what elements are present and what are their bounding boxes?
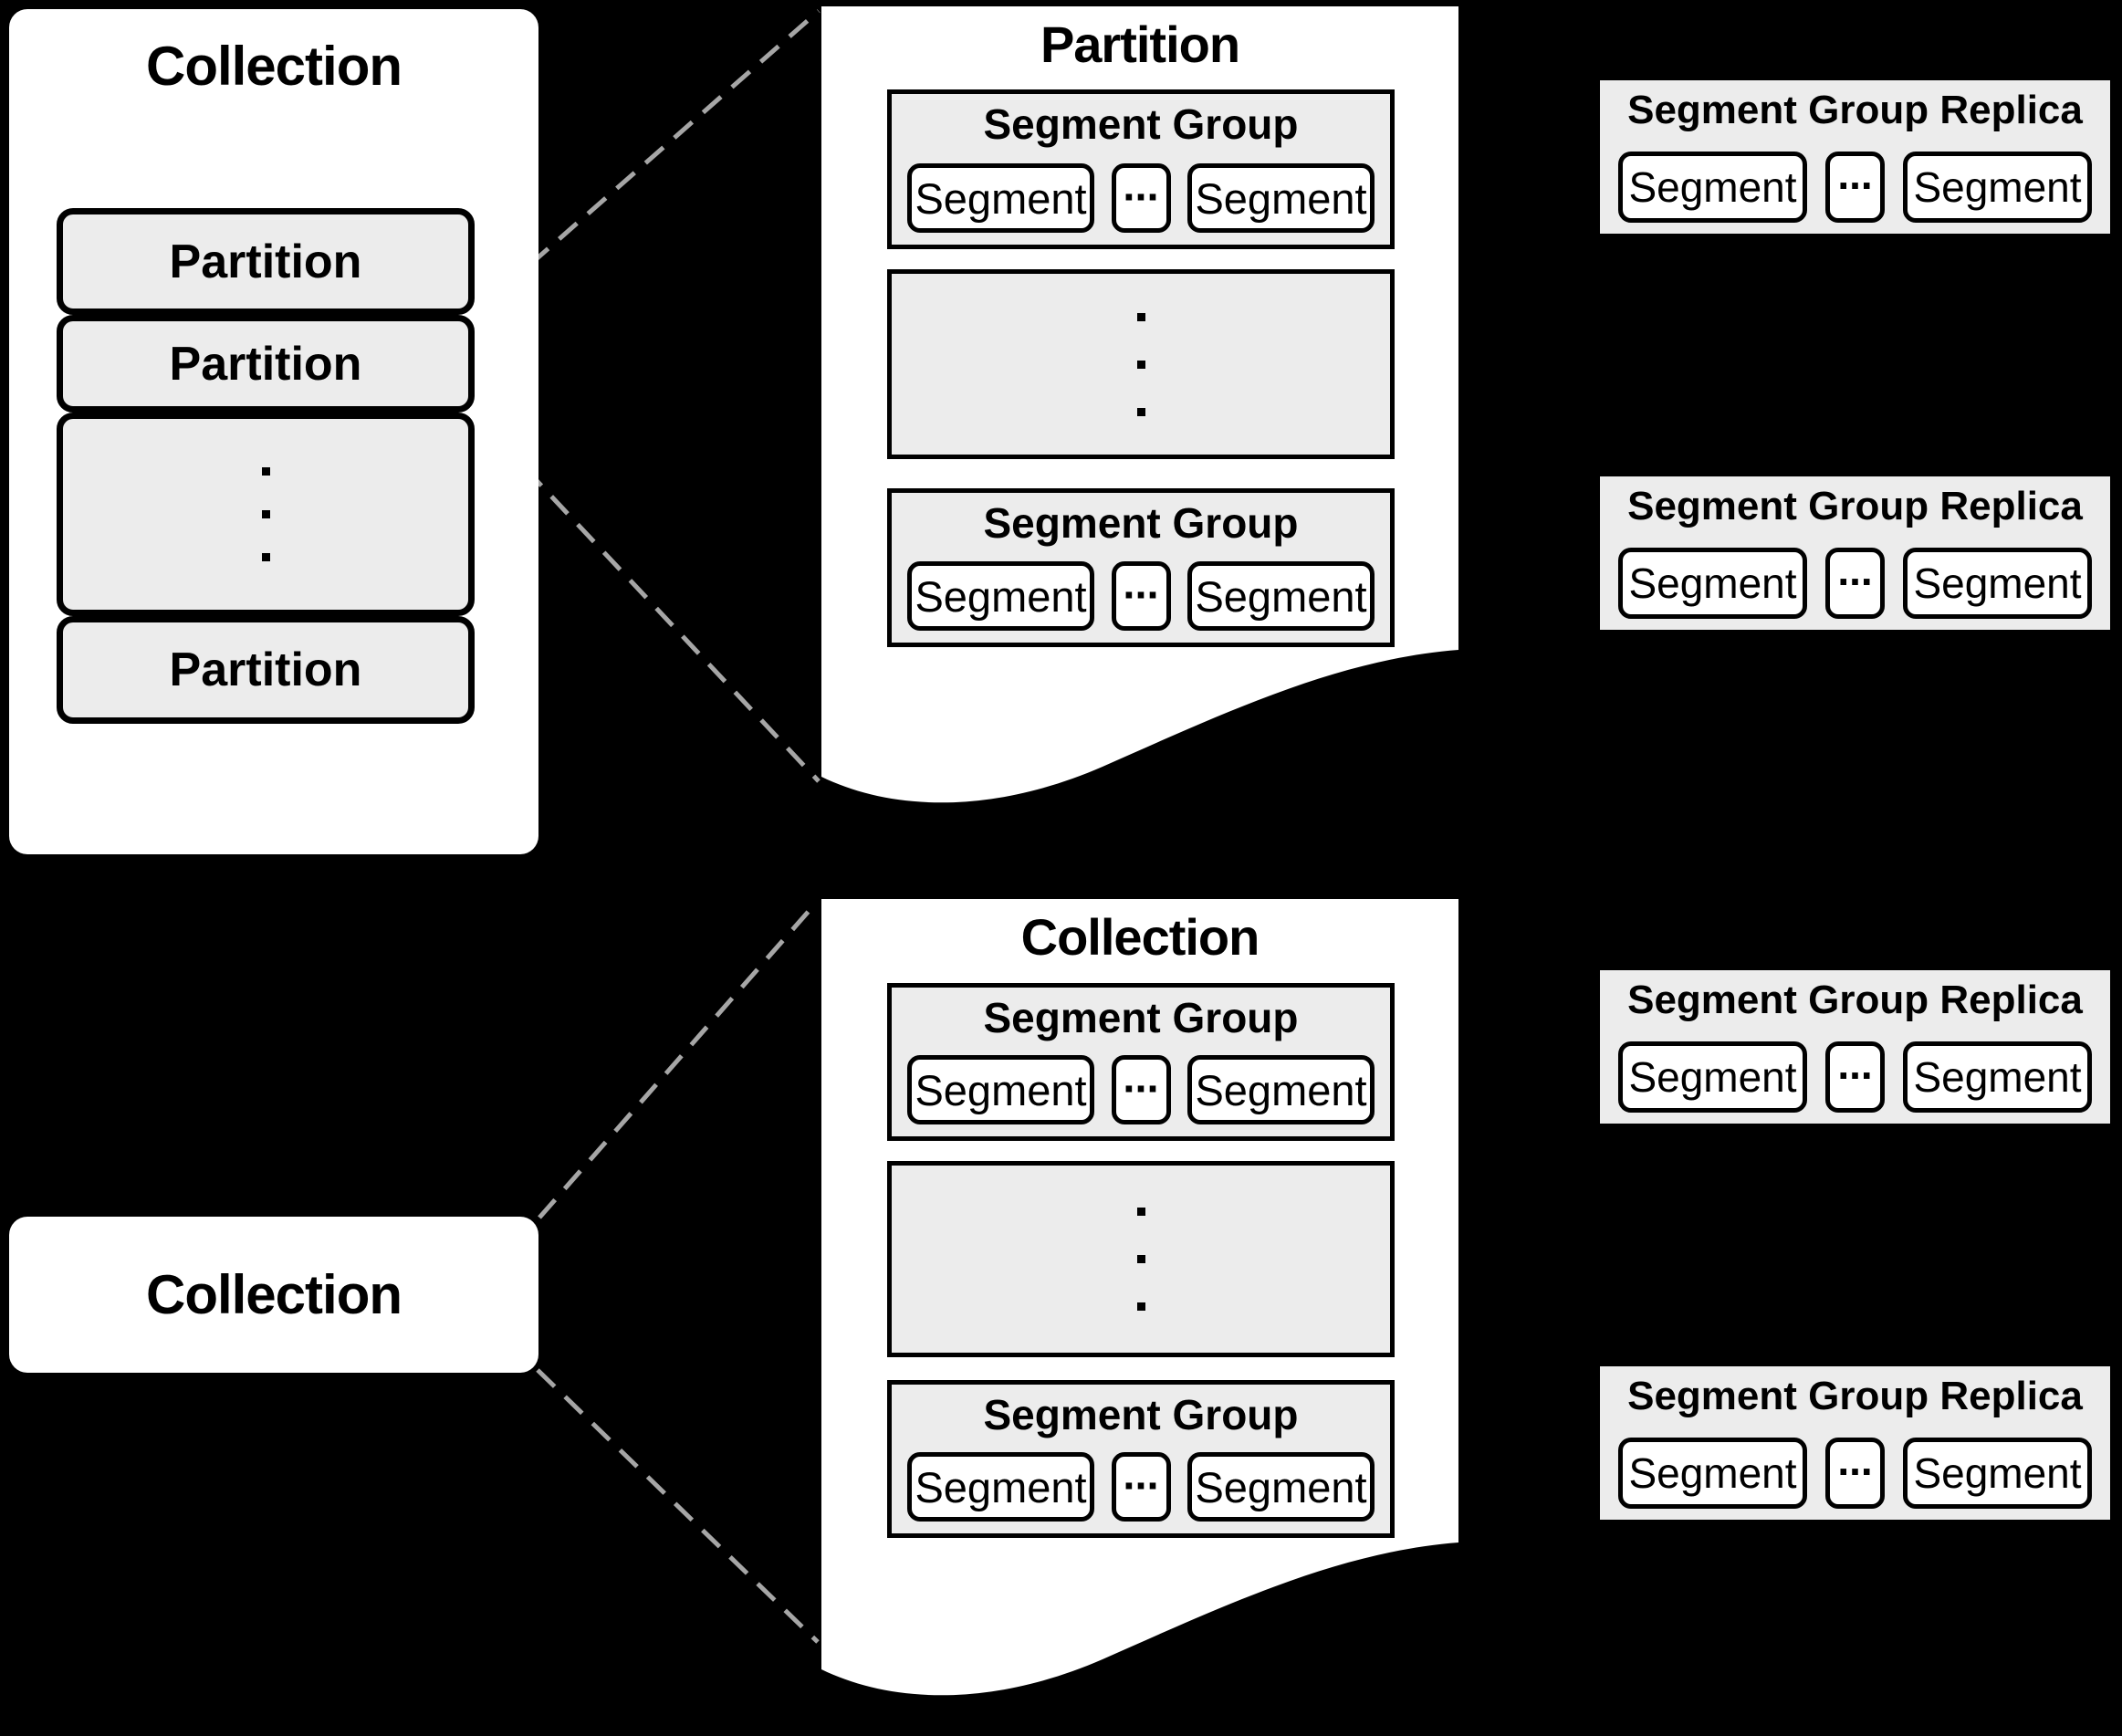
segment-ellipsis-box: ... [1111, 1449, 1171, 1522]
partition-page-title: Partition [1040, 16, 1240, 73]
segment-row: Segment ... Segment [907, 1052, 1375, 1124]
zoom-dashed-line-bottom-lower [536, 1368, 820, 1644]
ellipsis-label: ... [1837, 1436, 1873, 1484]
vertical-ellipsis-icon [1136, 407, 1145, 416]
segment-row: Segment ... Segment [1618, 150, 2092, 223]
segment-row: Segment ... Segment [907, 1449, 1375, 1522]
collection-stack-panel: Collection Partition Partition Partition [9, 9, 538, 854]
segment-group-box: Segment Group Segment ... Segment [887, 983, 1395, 1141]
segment-box: Segment [1903, 152, 2092, 223]
segment-ellipsis-box: ... [1111, 161, 1171, 233]
vertical-ellipsis-icon [261, 467, 270, 476]
segment-box: Segment [1187, 163, 1375, 233]
segment-group-box: Segment Group Segment ... Segment [887, 89, 1395, 249]
replica-title: Segment Group Replica [1627, 484, 2083, 528]
partition-row-1: Partition [57, 208, 475, 315]
segment-row: Segment ... Segment [1618, 1436, 2092, 1509]
vertical-ellipsis-icon [261, 553, 270, 561]
segment-box: Segment [1903, 1041, 2092, 1113]
vertical-ellipsis-icon [261, 510, 270, 518]
segment-box: Segment [1903, 1438, 2092, 1509]
ellipsis-label: ... [1837, 1040, 1873, 1088]
segment-box: Segment [1618, 152, 1807, 223]
segment-row: Segment ... Segment [1618, 546, 2092, 619]
segment-group-replica-box: Segment Group Replica Segment ... Segmen… [1600, 970, 2110, 1124]
segment-ellipsis-box: ... [1825, 546, 1885, 619]
ellipsis-label: ... [1837, 150, 1873, 198]
partition-row-3-label: Partition [169, 643, 362, 696]
segment-box: Segment [1903, 548, 2092, 619]
zoom-dashed-line-bottom-upper [538, 899, 820, 1219]
segment-group-replica-box: Segment Group Replica Segment ... Segmen… [1600, 476, 2110, 630]
vertical-ellipsis-icon [1136, 1255, 1145, 1263]
segment-box: Segment [1618, 1041, 1807, 1113]
collection-stack-title: Collection [145, 36, 402, 97]
segment-group-title: Segment Group [983, 100, 1299, 148]
segment-row: Segment ... Segment [907, 161, 1375, 233]
segment-ellipsis-box: ... [1825, 150, 1885, 223]
partition-row-2-label: Partition [169, 337, 362, 391]
segment-row: Segment ... Segment [907, 559, 1375, 631]
partition-row-2: Partition [57, 315, 475, 413]
segment-box: Segment [907, 163, 1094, 233]
segment-ellipsis-box: ... [1825, 1436, 1885, 1509]
partition-row-1-label: Partition [169, 235, 362, 288]
segment-group-title: Segment Group [983, 994, 1299, 1041]
segment-box: Segment [1187, 561, 1375, 631]
segment-ellipsis-box: ... [1111, 1052, 1171, 1124]
segment-row: Segment ... Segment [1618, 1041, 2092, 1113]
segment-group-ellipsis-box [887, 269, 1395, 459]
segment-box: Segment [907, 1055, 1094, 1124]
segment-ellipsis-box: ... [1825, 1041, 1885, 1113]
vertical-ellipsis-icon [1136, 1208, 1145, 1216]
segment-box: Segment [907, 561, 1094, 631]
collection-box-label: Collection [145, 1264, 402, 1325]
segment-group-replica-box: Segment Group Replica Segment ... Segmen… [1600, 1366, 2110, 1520]
vertical-ellipsis-icon [1136, 360, 1145, 369]
segment-box: Segment [1187, 1055, 1375, 1124]
collection-box: Collection [9, 1217, 538, 1373]
segment-group-title: Segment Group [983, 1391, 1299, 1438]
segment-box: Segment [1618, 1438, 1807, 1509]
ellipsis-label: ... [1123, 559, 1159, 608]
segment-box: Segment [907, 1452, 1094, 1522]
ellipsis-label: ... [1123, 1052, 1159, 1102]
segment-ellipsis-box: ... [1111, 559, 1171, 631]
replica-title: Segment Group Replica [1627, 1374, 2083, 1418]
segment-box: Segment [1618, 548, 1807, 619]
vertical-ellipsis-icon [1136, 1302, 1145, 1311]
segment-group-ellipsis-box [887, 1161, 1395, 1357]
vertical-ellipsis-icon [1136, 312, 1145, 321]
partition-ellipsis-box [57, 413, 475, 616]
ellipsis-label: ... [1837, 546, 1873, 594]
ellipsis-label: ... [1123, 1449, 1159, 1499]
segment-box: Segment [1187, 1452, 1375, 1522]
segment-group-title: Segment Group [983, 499, 1299, 547]
segment-group-box: Segment Group Segment ... Segment [887, 1380, 1395, 1538]
replica-title: Segment Group Replica [1627, 88, 2083, 132]
replica-title: Segment Group Replica [1627, 978, 2083, 1022]
segment-group-replica-box: Segment Group Replica Segment ... Segmen… [1600, 80, 2110, 234]
ellipsis-label: ... [1123, 161, 1159, 210]
collection-page-title: Collection [1020, 908, 1260, 966]
partition-row-3: Partition [57, 616, 475, 724]
segment-group-box: Segment Group Segment ... Segment [887, 488, 1395, 647]
